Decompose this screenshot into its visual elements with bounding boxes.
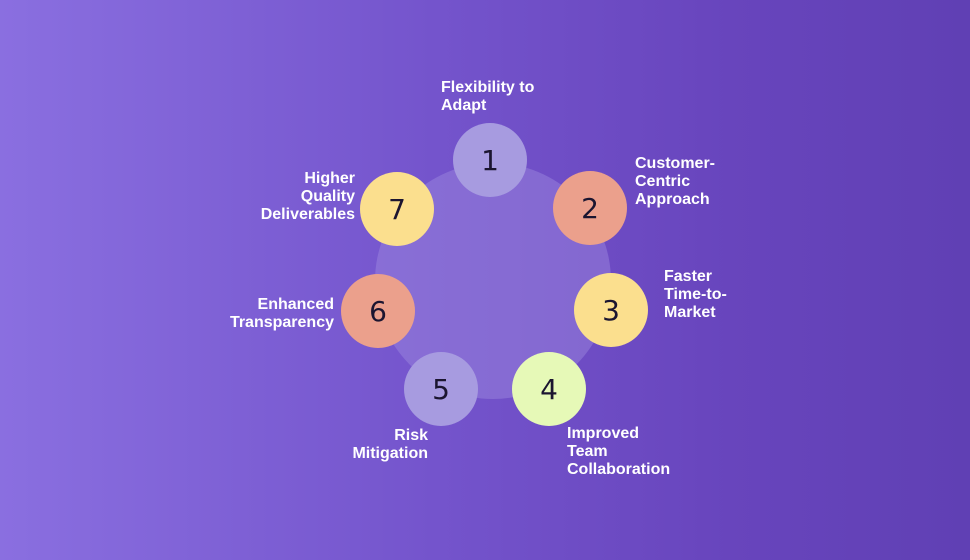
step-6-circle: 6 — [341, 274, 415, 348]
step-3-label: Faster Time-to- Market — [664, 268, 727, 321]
step-7-circle: 7 — [360, 172, 434, 246]
step-1-circle: 1 — [453, 123, 527, 197]
step-5-circle: 5 — [404, 352, 478, 426]
step-3-number: 3 — [602, 293, 620, 327]
step-5-number: 5 — [432, 372, 450, 406]
step-6-number: 6 — [369, 294, 387, 328]
step-3-circle: 3 — [574, 273, 648, 347]
step-2-number: 2 — [581, 191, 599, 225]
step-2-label: Customer- Centric Approach — [635, 155, 716, 208]
step-1-label: Flexibility to Adapt — [441, 79, 535, 114]
step-7-label: Higher Quality Deliverables — [260, 170, 355, 223]
step-4-label: Improved Team Collaboration — [567, 425, 671, 478]
step-4-number: 4 — [540, 372, 558, 406]
step-1-number: 1 — [481, 143, 499, 177]
step-4-circle: 4 — [512, 352, 586, 426]
step-7-number: 7 — [388, 192, 406, 226]
step-6-label: Enhanced Transparency — [229, 296, 334, 331]
step-5-label: Risk Mitigation — [352, 427, 428, 462]
step-2-circle: 2 — [553, 171, 627, 245]
